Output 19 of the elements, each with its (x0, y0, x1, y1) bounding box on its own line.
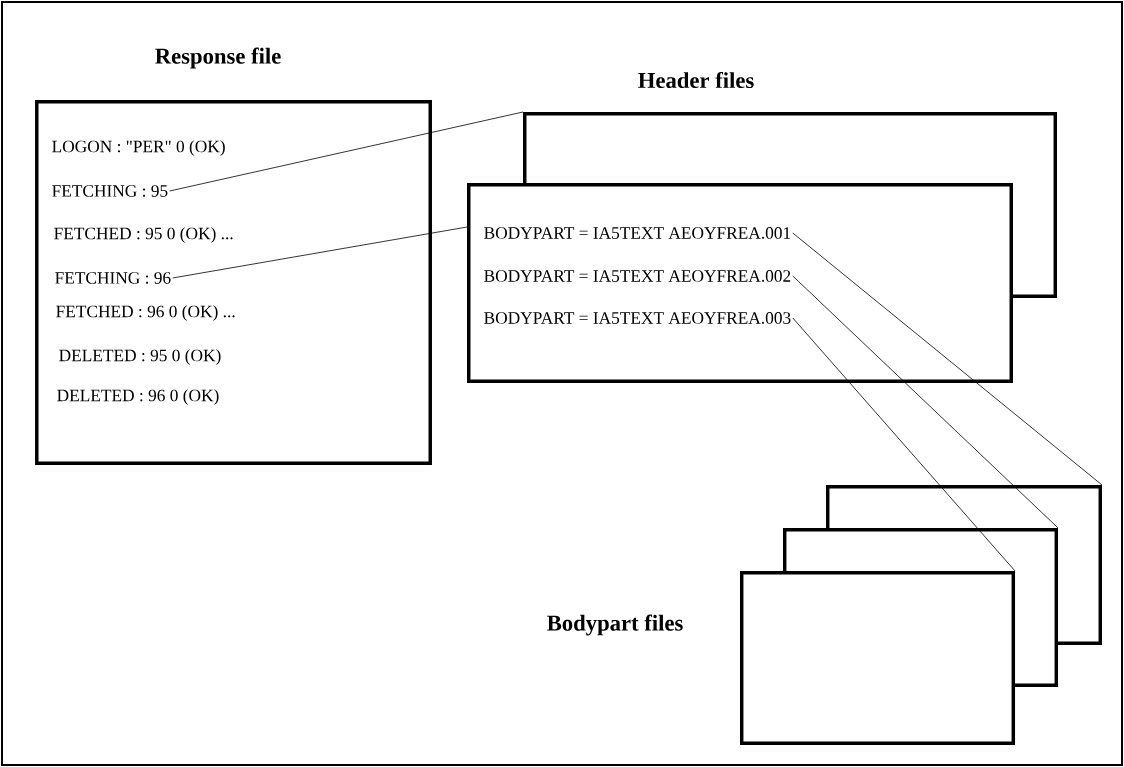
file-box (467, 183, 1013, 383)
leader-line (169, 111, 524, 192)
leader-line (172, 226, 468, 279)
leader-line (792, 317, 1016, 572)
heading: Bodypart files (547, 614, 683, 636)
text-line: FETCHING : 95 (52, 185, 168, 197)
leader-line (792, 275, 1059, 529)
text-line: LOGON : "PER" 0 (OK) (52, 140, 225, 156)
leader-line (792, 232, 1103, 486)
text-line: BODYPART = IA5TEXT AEOYFREA.001 (484, 227, 791, 239)
text-line: BODYPART = IA5TEXT AEOYFREA.002 (484, 270, 791, 282)
text-line: DELETED : 95 0 (OK) (59, 349, 221, 365)
heading: Response file (155, 47, 281, 69)
text-line: FETCHED : 96 0 (OK) ... (56, 305, 235, 321)
text-line: FETCHED : 95 0 (OK) ... (54, 227, 233, 243)
heading: Header files (638, 71, 754, 89)
text-line: FETCHING : 96 (55, 272, 171, 284)
text-line: BODYPART = IA5TEXT AEOYFREA.003 (484, 312, 791, 324)
text-line: DELETED : 96 0 (OK) (57, 389, 219, 405)
